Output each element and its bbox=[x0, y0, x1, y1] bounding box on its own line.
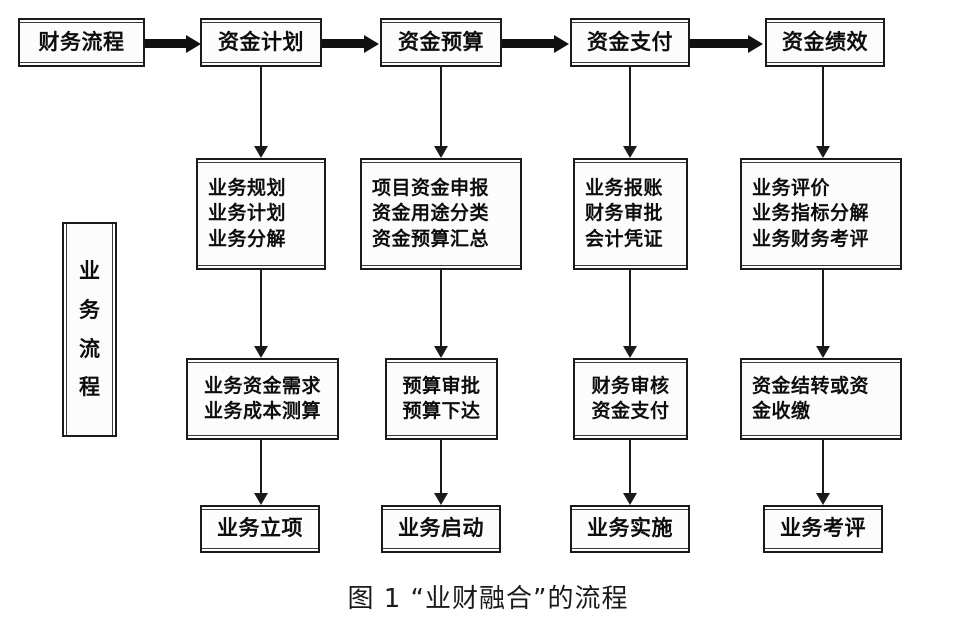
activity-line-2: 业务分解 bbox=[208, 227, 287, 250]
outcome-box-plan[interactable]: 业务立项 bbox=[200, 505, 320, 553]
side-label-business-process: 业 务 流 程 bbox=[62, 222, 117, 437]
connector-plan-stage-to-activity bbox=[260, 67, 262, 147]
activity-line-0: 业务报账 bbox=[585, 177, 664, 200]
process-line-1: 金收缴 bbox=[752, 400, 811, 422]
thick-connector-1 bbox=[145, 39, 189, 48]
process-line-0: 业务资金需求 bbox=[203, 374, 321, 397]
stage-box-fund-plan[interactable]: 资金计划 bbox=[200, 18, 322, 67]
activity-line-1: 业务计划 bbox=[208, 202, 287, 225]
stage-box-finance-process[interactable]: 财务流程 bbox=[18, 18, 145, 67]
arrowhead-plan-activity bbox=[254, 146, 268, 158]
process-line-1: 资金支付 bbox=[591, 400, 670, 422]
arrowhead-performance-activity bbox=[816, 146, 830, 158]
process-box-performance[interactable]: 资金结转或资 金收缴 bbox=[740, 358, 902, 440]
connector-plan-process-to-outcome bbox=[260, 440, 262, 495]
arrowhead-performance-outcome bbox=[816, 493, 830, 505]
thick-arrowhead-1 bbox=[186, 35, 201, 53]
arrowhead-budget-process bbox=[434, 346, 448, 358]
outcome-label: 业务启动 bbox=[398, 516, 484, 541]
stage-box-fund-payment[interactable]: 资金支付 bbox=[570, 18, 690, 67]
thick-arrowhead-3 bbox=[554, 35, 569, 53]
stage-box-fund-budget[interactable]: 资金预算 bbox=[380, 18, 502, 67]
thick-arrowhead-4 bbox=[748, 35, 763, 53]
process-line-0: 资金结转或资 bbox=[752, 374, 870, 397]
stage-label: 资金计划 bbox=[218, 29, 304, 54]
stage-label: 财务流程 bbox=[38, 29, 125, 54]
side-label-char-2: 流 bbox=[79, 336, 100, 361]
activity-box-performance[interactable]: 业务评价 业务指标分解 业务财务考评 bbox=[740, 158, 902, 270]
outcome-label: 业务立项 bbox=[217, 516, 303, 541]
arrowhead-payment-outcome bbox=[623, 493, 637, 505]
arrowhead-payment-process bbox=[623, 346, 637, 358]
activity-line-2: 业务财务考评 bbox=[752, 227, 870, 250]
process-line-1: 预算下达 bbox=[402, 400, 481, 422]
connector-payment-activity-to-process bbox=[629, 270, 631, 348]
connector-payment-process-to-outcome bbox=[629, 440, 631, 495]
connector-budget-process-to-outcome bbox=[440, 440, 442, 495]
process-line-0: 财务审核 bbox=[591, 374, 670, 397]
arrowhead-performance-process bbox=[816, 346, 830, 358]
arrowhead-budget-activity bbox=[434, 146, 448, 158]
thick-connector-2 bbox=[322, 39, 366, 48]
activity-line-1: 财务审批 bbox=[585, 202, 664, 225]
thick-arrowhead-2 bbox=[364, 35, 379, 53]
arrowhead-payment-activity bbox=[623, 146, 637, 158]
thick-connector-3 bbox=[502, 39, 557, 48]
process-box-budget[interactable]: 预算审批 预算下达 bbox=[385, 358, 498, 440]
process-line-1: 业务成本测算 bbox=[203, 400, 321, 422]
activity-line-0: 业务评价 bbox=[752, 177, 831, 200]
connector-performance-process-to-outcome bbox=[822, 440, 824, 495]
activity-line-1: 资金用途分类 bbox=[372, 202, 490, 225]
outcome-label: 业务考评 bbox=[780, 516, 866, 541]
outcome-label: 业务实施 bbox=[587, 516, 673, 541]
activity-line-0: 项目资金申报 bbox=[372, 177, 490, 200]
outcome-box-budget[interactable]: 业务启动 bbox=[381, 505, 501, 553]
thick-connector-4 bbox=[690, 39, 750, 48]
connector-plan-activity-to-process bbox=[260, 270, 262, 348]
arrowhead-plan-outcome bbox=[254, 493, 268, 505]
activity-line-2: 会计凭证 bbox=[585, 227, 664, 250]
process-box-plan[interactable]: 业务资金需求 业务成本测算 bbox=[186, 358, 339, 440]
activity-box-budget[interactable]: 项目资金申报 资金用途分类 资金预算汇总 bbox=[360, 158, 522, 270]
side-label-char-0: 业 bbox=[79, 258, 100, 283]
connector-budget-stage-to-activity bbox=[440, 67, 442, 147]
side-label-char-3: 程 bbox=[79, 375, 100, 400]
outcome-box-payment[interactable]: 业务实施 bbox=[570, 505, 690, 553]
side-label-char-1: 务 bbox=[79, 297, 100, 322]
stage-box-fund-performance[interactable]: 资金绩效 bbox=[765, 18, 885, 67]
connector-budget-activity-to-process bbox=[440, 270, 442, 348]
arrowhead-plan-process bbox=[254, 346, 268, 358]
activity-line-2: 资金预算汇总 bbox=[372, 227, 490, 250]
connector-payment-stage-to-activity bbox=[629, 67, 631, 147]
arrowhead-budget-outcome bbox=[434, 493, 448, 505]
stage-label: 资金支付 bbox=[587, 29, 673, 54]
activity-line-1: 业务指标分解 bbox=[752, 202, 870, 225]
connector-performance-activity-to-process bbox=[822, 270, 824, 348]
stage-label: 资金绩效 bbox=[782, 29, 868, 54]
stage-label: 资金预算 bbox=[398, 29, 484, 54]
activity-box-payment[interactable]: 业务报账 财务审批 会计凭证 bbox=[573, 158, 688, 270]
activity-box-plan[interactable]: 业务规划 业务计划 业务分解 bbox=[196, 158, 326, 270]
figure-caption: 图 1 “业财融合”的流程 bbox=[347, 584, 629, 614]
activity-line-0: 业务规划 bbox=[208, 177, 287, 200]
outcome-box-performance[interactable]: 业务考评 bbox=[763, 505, 883, 553]
process-box-payment[interactable]: 财务审核 资金支付 bbox=[573, 358, 688, 440]
process-line-0: 预算审批 bbox=[402, 374, 481, 397]
connector-performance-stage-to-activity bbox=[822, 67, 824, 147]
